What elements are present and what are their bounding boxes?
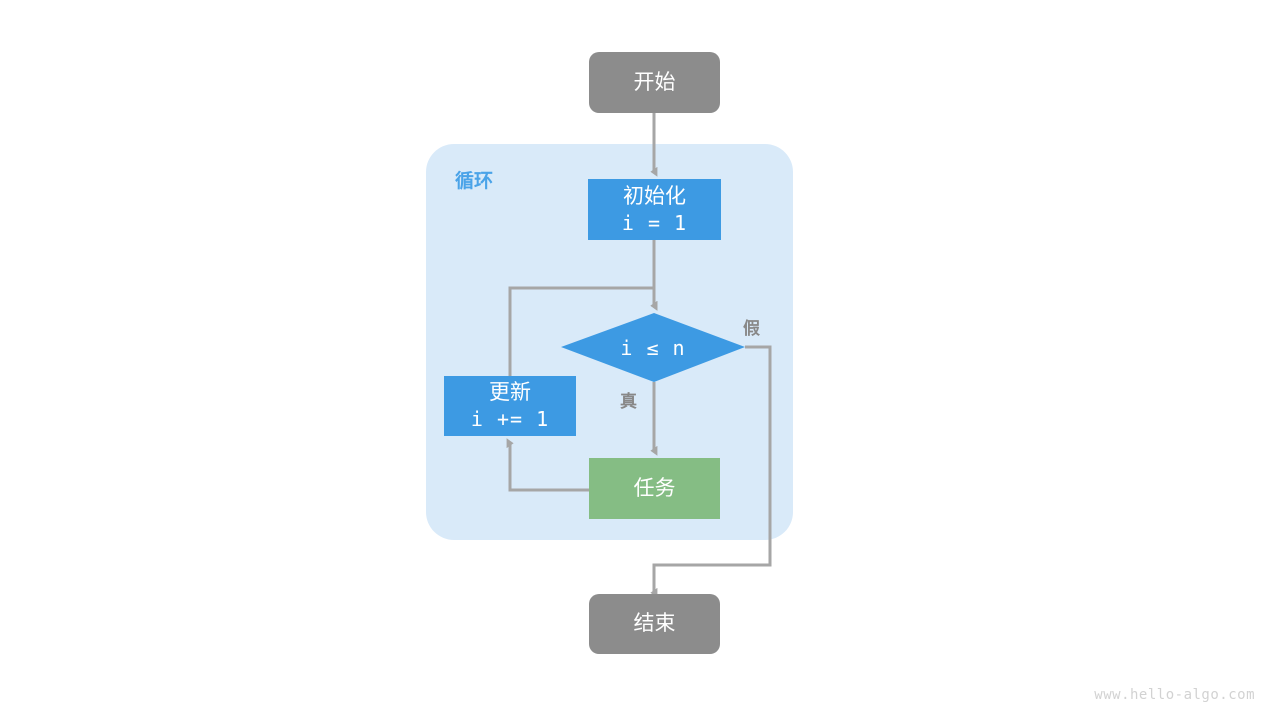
node-task[interactable]: [589, 458, 720, 519]
node-start[interactable]: [589, 52, 720, 113]
edge-label-false: 假: [743, 319, 760, 338]
edge-update-to-decision: [508, 286, 658, 376]
node-decision[interactable]: [561, 313, 745, 382]
node-update[interactable]: [444, 376, 576, 436]
loop-group-label: 循环: [455, 171, 494, 192]
node-init[interactable]: [588, 179, 721, 240]
watermark: www.hello-algo.com: [1094, 687, 1255, 703]
edge-task-to-update: [506, 438, 589, 492]
node-end[interactable]: [589, 594, 720, 654]
edge-label-true: 真: [620, 392, 637, 411]
edge-decision-to-end-false: [650, 345, 772, 598]
